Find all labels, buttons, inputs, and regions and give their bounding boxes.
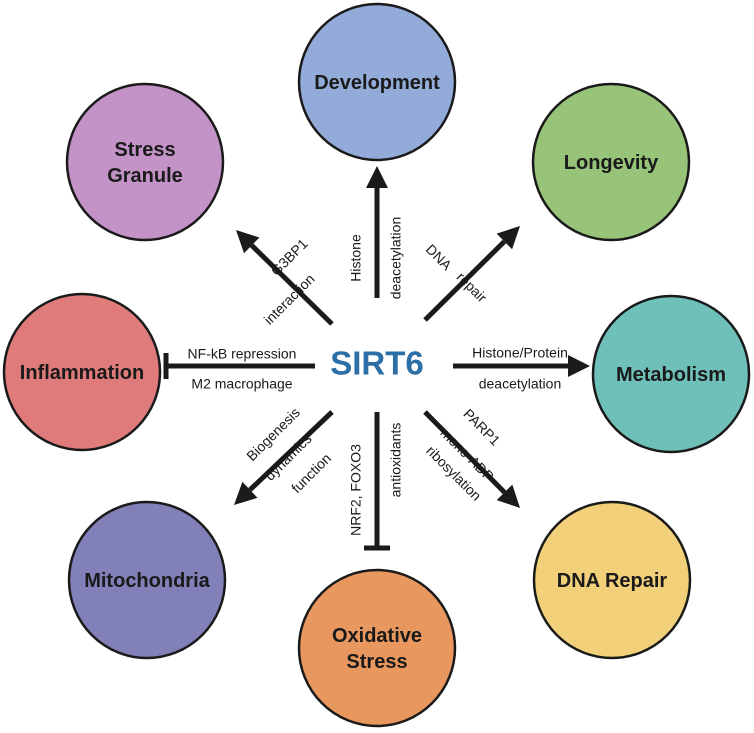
node-metabolism-label: Metabolism — [616, 364, 726, 386]
edge-metabolism-label: deacetylation — [479, 376, 562, 392]
edge-oxidative-stress: NRF2, FOXO3 antioxidants — [348, 412, 404, 551]
edge-metabolism-arrowhead — [568, 355, 590, 377]
node-oxidative-stress-label: Oxidative — [332, 625, 422, 647]
node-oxidative-stress-label: Stress — [346, 651, 407, 673]
node-mitochondria: Mitochondria — [67, 500, 227, 660]
node-longevity-circle — [531, 82, 691, 242]
edge-development-arrowhead — [366, 166, 388, 188]
node-metabolism: Metabolism — [591, 294, 751, 454]
edge-mitochondria-arrowhead — [234, 481, 258, 505]
edge-longevity-label: DNA — [423, 241, 456, 274]
node-longevity: Longevity — [531, 82, 691, 242]
node-dna-repair-circle — [532, 500, 692, 660]
node-dna-repair-label: DNA Repair — [557, 570, 668, 592]
center-label-sirt6: SIRT6 — [330, 345, 424, 382]
node-development-label: Development — [314, 72, 440, 94]
node-inflammation-circle — [2, 292, 162, 452]
edge-inflammation-label: NF-kB repression — [188, 346, 297, 362]
edge-inflammation: NF-kB repression M2 macrophage — [163, 346, 315, 392]
edge-longevity-line — [423, 239, 507, 322]
edge-inflammation-label: M2 macrophage — [191, 376, 292, 392]
node-stress-granule-label: Stress — [114, 139, 175, 161]
node-inflammation: Inflammation — [2, 292, 162, 452]
edge-metabolism-label: Histone/Protein — [472, 345, 568, 361]
node-stress-granule-circle — [65, 82, 225, 242]
node-mitochondria-label: Mitochondria — [84, 570, 210, 592]
edge-development-label: deacetylation — [388, 217, 404, 300]
edge-development: Histone deacetylation — [348, 166, 404, 299]
edge-dna-repair-line — [423, 410, 507, 495]
edge-metabolism: Histone/Protein deacetylation — [453, 345, 590, 392]
node-development-circle — [297, 2, 457, 162]
edge-oxidative-stress-label: NRF2, FOXO3 — [348, 444, 364, 536]
node-dna-repair: DNA Repair — [532, 500, 692, 660]
edge-longevity-arrowhead — [496, 226, 520, 250]
node-stress-granule-label: Granule — [107, 165, 183, 187]
edge-mitochondria-line — [248, 410, 334, 492]
node-inflammation-label: Inflammation — [20, 362, 144, 384]
node-oxidative-stress-circle — [297, 568, 457, 728]
edge-stress-granule-arrowhead — [236, 230, 260, 254]
edge-development-label: Histone — [348, 234, 364, 282]
edge-dna-repair-arrowhead — [496, 484, 520, 508]
node-development: Development — [297, 2, 457, 162]
edge-oxidative-stress-label: antioxidants — [388, 423, 404, 498]
edge-stress-granule-line — [249, 243, 334, 326]
node-metabolism-circle — [591, 294, 751, 454]
node-mitochondria-circle — [67, 500, 227, 660]
node-longevity-label: Longevity — [564, 152, 659, 174]
